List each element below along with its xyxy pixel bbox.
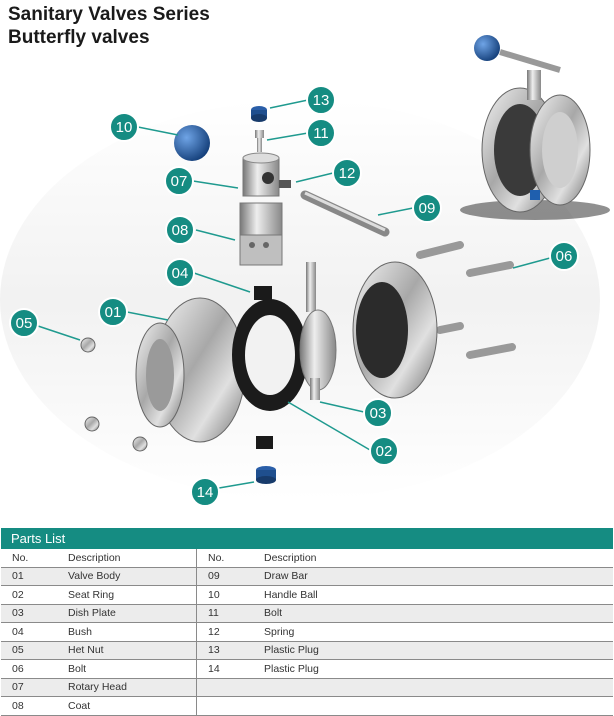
- svg-text:04: 04: [172, 265, 189, 282]
- part-description: Plastic Plug: [253, 659, 613, 679]
- callout-09: 09: [412, 193, 442, 223]
- part-no: 07: [1, 678, 57, 697]
- callout-01: 01: [98, 297, 128, 327]
- seat-ring-02: [232, 299, 308, 411]
- parts-list-title: Parts List: [1, 528, 613, 549]
- part-description: Spring: [253, 622, 613, 642]
- coat-08: [239, 202, 283, 266]
- part-description: Handle Ball: [253, 585, 613, 605]
- part-no: 09: [196, 567, 253, 586]
- handle-ball-10: [174, 125, 210, 161]
- callout-11: 11: [306, 118, 336, 148]
- callout-13: 13: [306, 85, 336, 115]
- part-no: 01: [1, 567, 57, 586]
- callout-02: 02: [369, 436, 399, 466]
- part-no: 03: [1, 604, 57, 623]
- callout-08: 08: [165, 215, 195, 245]
- part-description: [253, 696, 613, 716]
- part-description: Seat Ring: [57, 585, 197, 605]
- svg-text:10: 10: [116, 119, 133, 136]
- parts-list: Parts List No. Description No. Descripti…: [1, 528, 613, 716]
- col-desc-left: Description: [57, 549, 197, 568]
- svg-text:11: 11: [313, 125, 329, 142]
- part-description: Coat: [57, 696, 197, 716]
- svg-text:14: 14: [197, 484, 214, 501]
- part-description: Rotary Head: [57, 678, 197, 697]
- part-description: Draw Bar: [253, 567, 613, 586]
- svg-text:08: 08: [172, 222, 189, 239]
- svg-text:05: 05: [16, 315, 33, 332]
- callout-14: 14: [190, 477, 220, 507]
- dish-plate-03: [299, 262, 337, 400]
- plastic-plug-14: [256, 466, 276, 484]
- het-nuts-05: [80, 337, 148, 452]
- part-description: Bush: [57, 622, 197, 642]
- leader-lines: [37, 99, 551, 489]
- part-description: [253, 678, 613, 697]
- page-subtitle: Butterfly valves: [8, 27, 150, 48]
- part-no: [196, 678, 253, 697]
- part-description: Het Nut: [57, 641, 197, 660]
- svg-text:06: 06: [556, 248, 573, 265]
- part-no: 13: [196, 641, 253, 660]
- bush-04: [254, 286, 272, 300]
- part-no: 11: [196, 604, 253, 623]
- part-no: 14: [196, 659, 253, 679]
- bolt-11: [255, 130, 264, 152]
- svg-text:03: 03: [370, 405, 387, 422]
- callout-12: 12: [332, 158, 362, 188]
- callout-05: 05: [9, 308, 39, 338]
- part-no: 05: [1, 641, 57, 660]
- assembled-handle-ball: [474, 35, 500, 61]
- svg-text:09: 09: [419, 200, 436, 217]
- part-no: 06: [1, 659, 57, 679]
- part-no: 10: [196, 585, 253, 605]
- callout-10: 10: [109, 112, 139, 142]
- col-no-right: No.: [196, 549, 253, 568]
- svg-text:01: 01: [105, 304, 122, 321]
- spring-12: [279, 180, 291, 188]
- callout-07: 07: [164, 166, 194, 196]
- callout-03: 03: [363, 398, 393, 428]
- part-description: Dish Plate: [57, 604, 197, 623]
- svg-text:02: 02: [376, 443, 393, 460]
- bush-04-lower: [256, 436, 273, 449]
- svg-text:12: 12: [339, 165, 356, 182]
- table-header-row: No. Description No. Description: [1, 549, 613, 568]
- part-no: 08: [1, 696, 57, 716]
- svg-text:07: 07: [171, 173, 188, 190]
- bolts-06: [416, 241, 516, 359]
- part-no: 02: [1, 585, 57, 605]
- valve-body-01: [135, 261, 438, 443]
- callout-06: 06: [549, 241, 579, 271]
- col-desc-right: Description: [253, 549, 613, 568]
- draw-bar-09: [300, 190, 390, 237]
- part-no: 12: [196, 622, 253, 642]
- svg-text:13: 13: [313, 92, 330, 109]
- part-no: [196, 696, 253, 716]
- part-description: Bolt: [57, 659, 197, 679]
- rotary-head-07: [242, 152, 280, 197]
- part-description: Bolt: [253, 604, 613, 623]
- callout-04: 04: [165, 258, 195, 288]
- part-description: Plastic Plug: [253, 641, 613, 660]
- part-description: Valve Body: [57, 567, 197, 586]
- page-title: Sanitary Valves Series: [8, 4, 210, 25]
- assembled-valve-image: [460, 35, 610, 220]
- callout-markers: 13 11 10 07 12 09 08 04 06 05 01 03 02 1…: [9, 85, 579, 507]
- plastic-plug-13: [251, 106, 267, 122]
- exploded-view-diagram: 13 11 10 07 12 09 08 04 06 05 01 03 02 1…: [0, 35, 610, 507]
- part-no: 04: [1, 622, 57, 642]
- col-no-left: No.: [1, 549, 57, 568]
